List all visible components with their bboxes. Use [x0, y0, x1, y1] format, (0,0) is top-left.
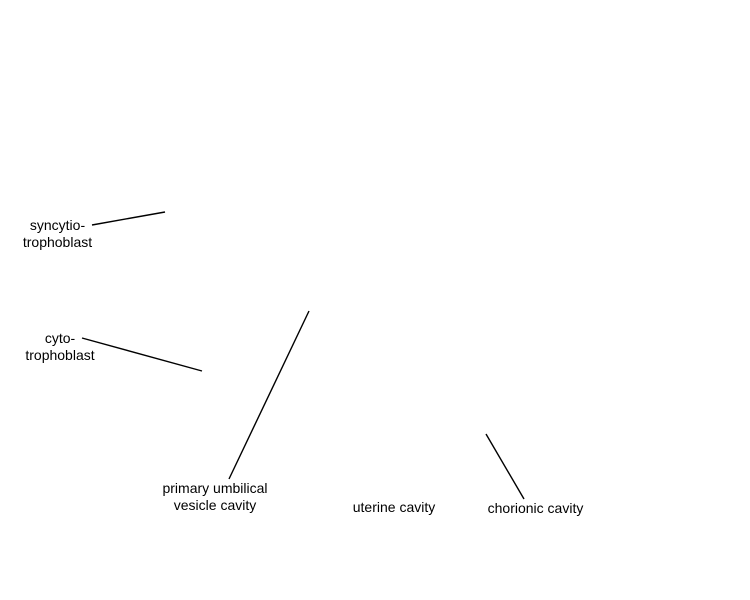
leader-line-syncytiotrophoblast [91, 211, 166, 226]
label-syncytiotrophoblast-line1: syncytio- [29, 217, 86, 233]
label-chorionic-cavity: chorionic cavity [478, 500, 593, 517]
leader-line-chorionic-cavity [485, 433, 525, 500]
label-cytotrophoblast-line1: cyto- [44, 330, 76, 346]
label-syncytiotrophoblast-line2: trophoblast [22, 234, 93, 250]
label-uterine-cavity-text: uterine cavity [352, 499, 436, 515]
leader-line-cytotrophoblast [81, 337, 203, 372]
label-primary-umbilical-vesicle-cavity: primary umbilical vesicle cavity [150, 480, 280, 514]
label-chorionic-cavity-text: chorionic cavity [487, 500, 584, 516]
leader-line-primary-umbilical-vesicle-cavity [228, 310, 310, 480]
label-primary-umbilical-vesicle-cavity-line2: vesicle cavity [173, 497, 257, 513]
label-primary-umbilical-vesicle-cavity-line1: primary umbilical [162, 480, 268, 496]
label-cytotrophoblast: cyto- trophoblast [10, 330, 110, 364]
label-syncytiotrophoblast: syncytio- trophoblast [10, 217, 105, 251]
label-cytotrophoblast-line2: trophoblast [25, 347, 95, 363]
label-uterine-cavity: uterine cavity [340, 499, 448, 516]
